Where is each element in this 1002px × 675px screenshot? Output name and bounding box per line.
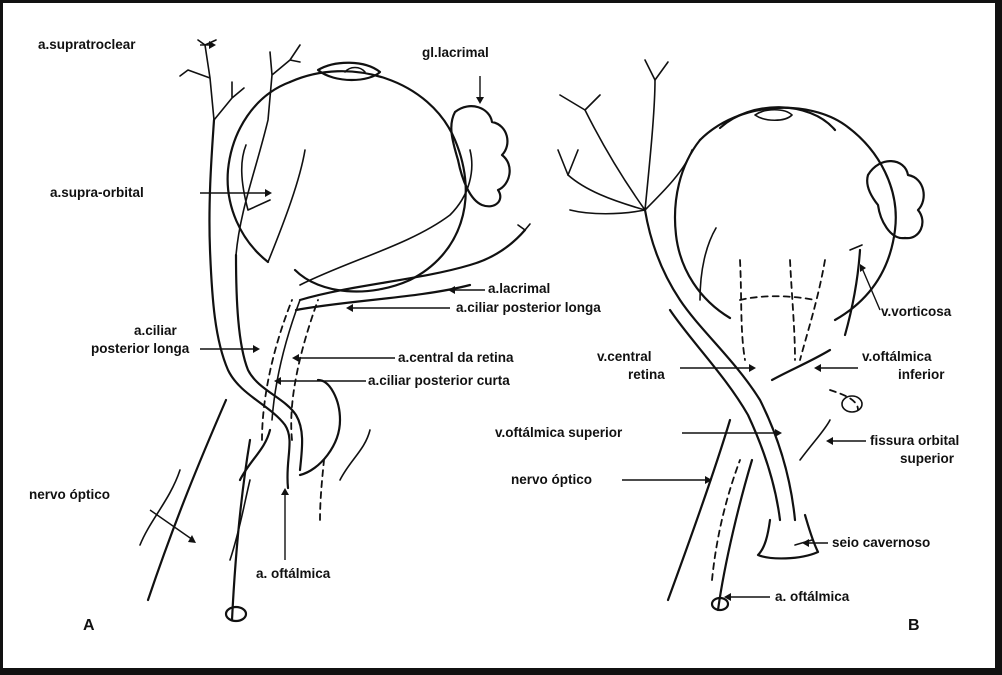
cornea-b	[720, 107, 835, 130]
label-b-oftalmica: a. oftálmica	[775, 589, 849, 605]
label-a-ciliar-line2: posterior longa	[91, 341, 189, 357]
cavernous-sinus	[758, 515, 818, 558]
leader-lines	[150, 41, 880, 601]
label-a-nervo-optico: nervo óptico	[29, 487, 110, 503]
label-b-vorticosa: v.vorticosa	[881, 304, 951, 320]
panel-letter-b: B	[908, 617, 920, 635]
panel-a-drawing	[140, 40, 530, 621]
label-a-supra-orbital: a.supra-orbital	[50, 185, 144, 201]
label-b-seio-cavernoso: seio cavernoso	[832, 535, 930, 551]
panel-letter-a: A	[83, 617, 95, 635]
ophthalmic-artery-a	[209, 120, 289, 488]
panel-b-drawing	[558, 60, 924, 610]
inferior-ophthalmic-vein	[772, 350, 830, 380]
label-b-nervo-optico: nervo óptico	[511, 472, 592, 488]
label-b-oftalmica-inferior-line1: v.oftálmica	[862, 349, 932, 365]
label-a-ciliar-posterior-longa-right: a.ciliar posterior longa	[456, 300, 601, 316]
label-a-ciliar-posterior-curta: a.ciliar posterior curta	[368, 373, 510, 389]
superior-ophthalmic-vein	[645, 210, 795, 520]
vorticose-vein	[845, 250, 860, 335]
label-a-supratroclear: a.supratroclear	[38, 37, 136, 53]
label-b-oftalmica-superior: v.oftálmica superior	[495, 425, 622, 441]
label-b-central-line1: v.central	[597, 349, 652, 365]
label-a-lacrimal: a.lacrimal	[488, 281, 550, 297]
eyeball-b	[700, 108, 896, 320]
label-a-oftalmica: a. oftálmica	[256, 566, 330, 582]
label-b-central-line2: retina	[628, 367, 665, 383]
label-a-central-retina: a.central da retina	[398, 350, 514, 366]
eyeball-a	[290, 71, 466, 291]
label-b-fissura-line2: superior	[900, 451, 954, 467]
label-a-lacrimal-gland: gl.lacrimal	[422, 45, 489, 61]
optic-nerve-b	[668, 420, 730, 600]
label-b-oftalmica-inferior-line2: inferior	[898, 367, 945, 383]
label-b-fissura-line1: fissura orbital	[870, 433, 959, 449]
label-a-ciliar-line1: a.ciliar	[134, 323, 177, 339]
optic-nerve-a	[148, 400, 226, 600]
